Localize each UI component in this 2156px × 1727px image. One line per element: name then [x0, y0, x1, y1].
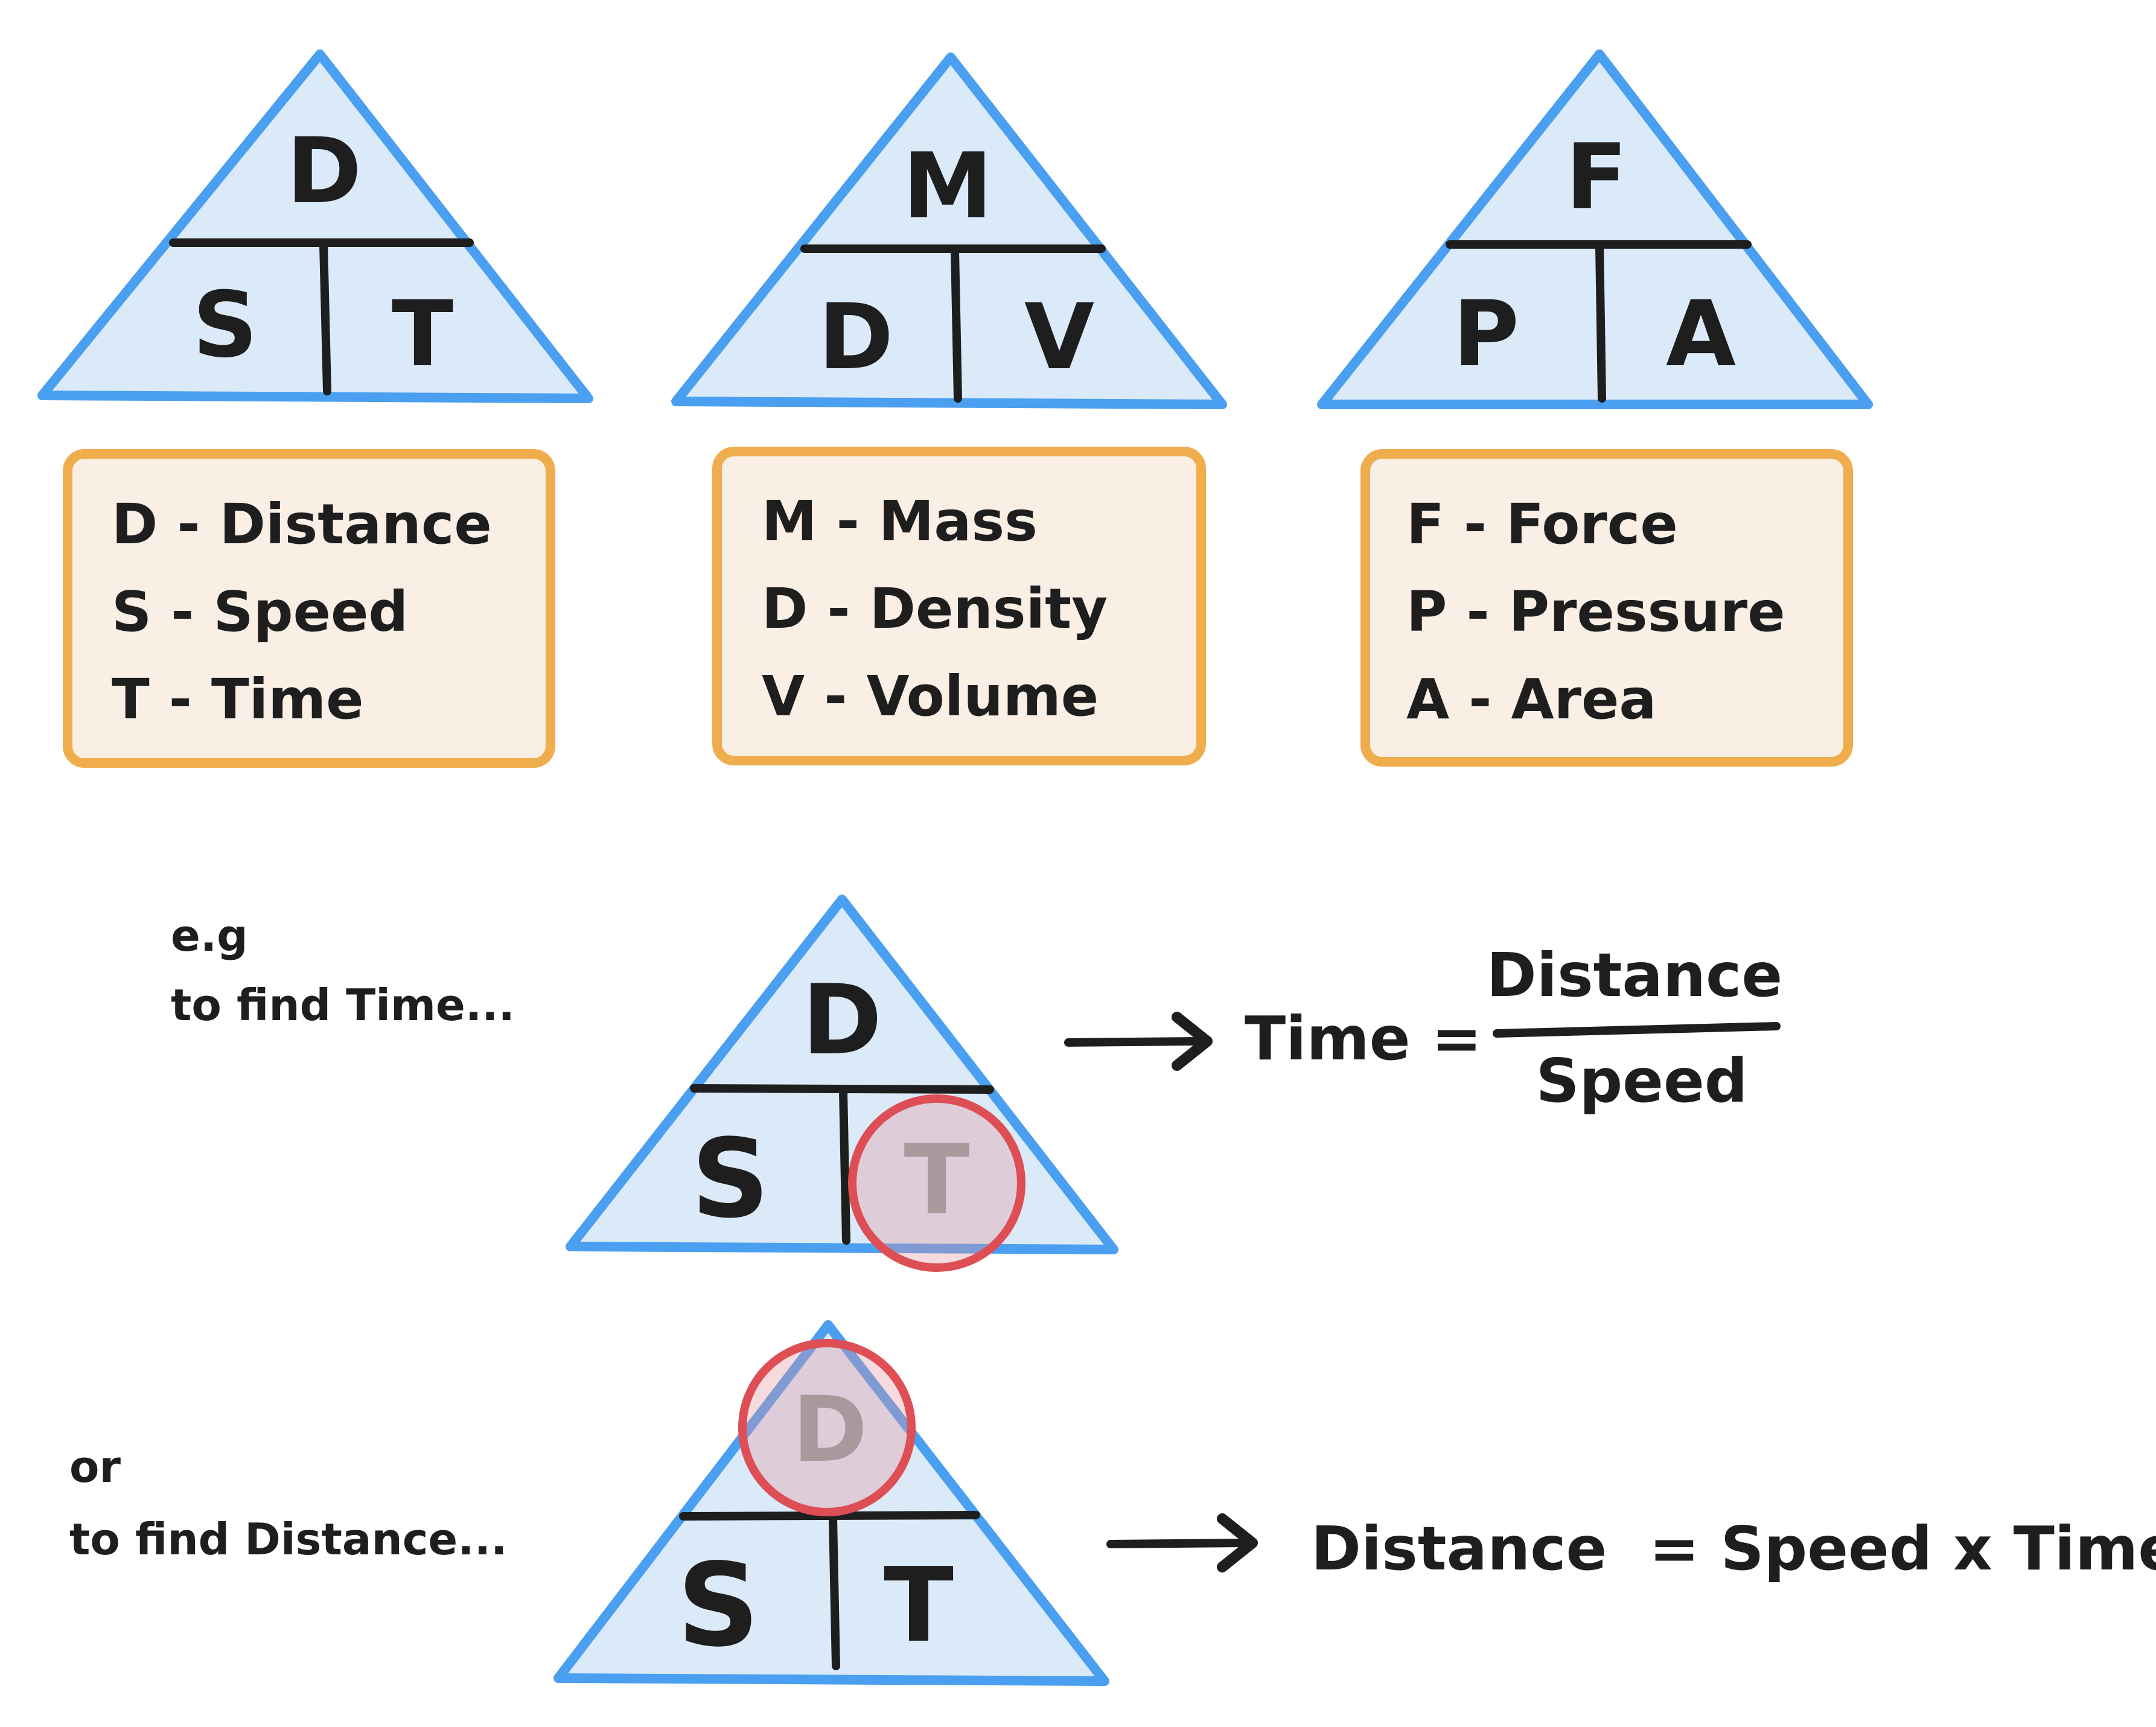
triangle-left-letter: D: [818, 285, 894, 390]
highlighted-letter: D: [793, 1377, 868, 1483]
highlighted-letter: T: [904, 1123, 969, 1236]
formula-numerator: Distance: [1487, 940, 1782, 1010]
highlight-circle: [738, 1339, 916, 1516]
triangle-divider-vertical: [319, 240, 331, 395]
triangle-shape: [671, 53, 1227, 409]
triangle-divider-vertical: [951, 246, 962, 403]
example-find-distance: or to find Distance... S T D Distance = …: [69, 1320, 2156, 1686]
example-note-line: to find Distance...: [69, 1514, 507, 1565]
triangle-right-letter: A: [1666, 282, 1736, 387]
triangle-left-letter: P: [1453, 282, 1519, 387]
legend-line: M - Mass: [762, 489, 1038, 554]
legend-line: T - Time: [112, 667, 364, 732]
triangle-left-letter: S: [677, 1539, 760, 1672]
legend-box-force-pressure-area: F - Force P - Pressure A - Area: [1360, 449, 1853, 767]
triangle-shape: [1317, 49, 1873, 409]
legend-box-distance-speed-time: D - Distance S - Speed T - Time: [63, 449, 555, 768]
example-note-line: to find Time...: [171, 980, 515, 1030]
fraction-bar: [1493, 1022, 1781, 1038]
triangle-shape: [37, 49, 593, 403]
triangle-mass-density-volume: M D V: [671, 53, 1227, 409]
legend-box-mass-density-volume: M - Mass D - Density V - Volume: [712, 447, 1206, 765]
triangle-force-pressure-area: F P A: [1317, 49, 1873, 409]
example-note-line: e.g: [171, 910, 248, 961]
highlight-circle: [848, 1094, 1025, 1272]
triangle-right-letter: T: [884, 1546, 954, 1665]
triangle-divider-vertical: [1595, 242, 1606, 403]
example-note-line: or: [69, 1441, 121, 1492]
example-find-time: e.g to find Time... D S T Time = Distanc…: [171, 895, 1782, 1272]
triangle-right-letter: V: [1024, 285, 1094, 390]
triangle-shape: [566, 895, 1118, 1254]
legend-box: [63, 449, 555, 768]
legend-line: D - Density: [762, 576, 1108, 641]
triangle-top-letter: D: [802, 963, 882, 1076]
triangle-divider-vertical: [839, 1087, 850, 1245]
legend-line: D - Distance: [112, 492, 492, 557]
formula-lhs: Time =: [1245, 1003, 1482, 1074]
legend-line: P - Pressure: [1406, 579, 1785, 644]
formula-text: Distance = Speed x Time: [1311, 1513, 2156, 1584]
triangle-divider-vertical: [829, 1515, 840, 1670]
arrow-icon: [1064, 1012, 1213, 1071]
triangle-shape: [553, 1320, 1109, 1686]
formula-denominator: Speed: [1536, 1045, 1748, 1116]
triangle-top-letter: F: [1566, 125, 1627, 230]
triangle-left-letter: S: [691, 1116, 770, 1242]
legend-line: A - Area: [1406, 667, 1657, 732]
triangle-top-letter: D: [287, 119, 362, 224]
triangle-left-letter: S: [193, 273, 258, 378]
legend-line: F - Force: [1406, 492, 1678, 557]
legend-line: S - Speed: [112, 579, 408, 644]
triangle-top-letter: M: [902, 134, 992, 239]
legend-box: [712, 447, 1206, 765]
legend-box: [1360, 449, 1853, 767]
triangle-right-letter: T: [392, 282, 453, 387]
triangle-distance-speed-time: D S T: [37, 49, 593, 403]
arrow-icon: [1106, 1513, 1258, 1572]
legend-line: V - Volume: [762, 664, 1099, 729]
